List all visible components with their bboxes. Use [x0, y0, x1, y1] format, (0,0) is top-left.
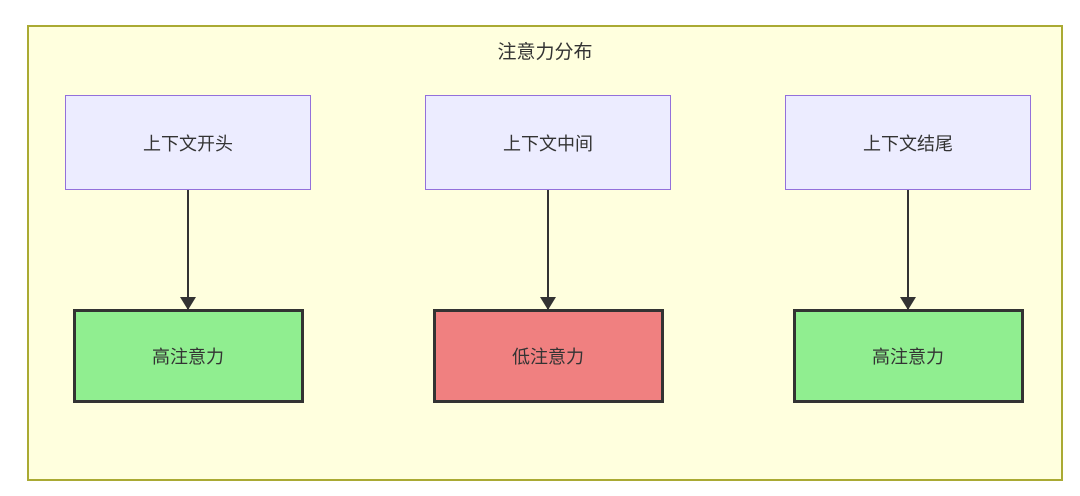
node-context-end: 上下文结尾 — [785, 95, 1031, 190]
flow-column-context-start: 上下文开头 高注意力 — [65, 95, 311, 403]
arrow-down-icon — [540, 190, 556, 310]
node-high-attention-left: 高注意力 — [72, 309, 304, 403]
diagram-title: 注意力分布 — [497, 42, 593, 63]
flow-column-context-end: 上下文结尾 高注意力 — [785, 95, 1031, 403]
node-low-attention: 低注意力 — [432, 309, 664, 403]
arrow-down-icon — [180, 190, 196, 310]
flow-columns: 上下文开头 高注意力 上下文中间 低注意力 上下文结尾 高注意力 — [65, 95, 1031, 403]
node-context-start: 上下文开头 — [65, 95, 311, 190]
arrow-down-icon — [900, 190, 916, 310]
arrowhead-icon — [180, 297, 196, 310]
node-high-attention-right: 高注意力 — [792, 309, 1024, 403]
node-context-middle: 上下文中间 — [425, 95, 671, 190]
arrowhead-icon — [900, 297, 916, 310]
attention-distribution-diagram: 注意力分布 上下文开头 高注意力 上下文中间 低注意力 上下文结尾 高注意力 — [27, 25, 1063, 481]
arrowhead-icon — [540, 297, 556, 310]
flow-column-context-middle: 上下文中间 低注意力 — [425, 95, 671, 403]
